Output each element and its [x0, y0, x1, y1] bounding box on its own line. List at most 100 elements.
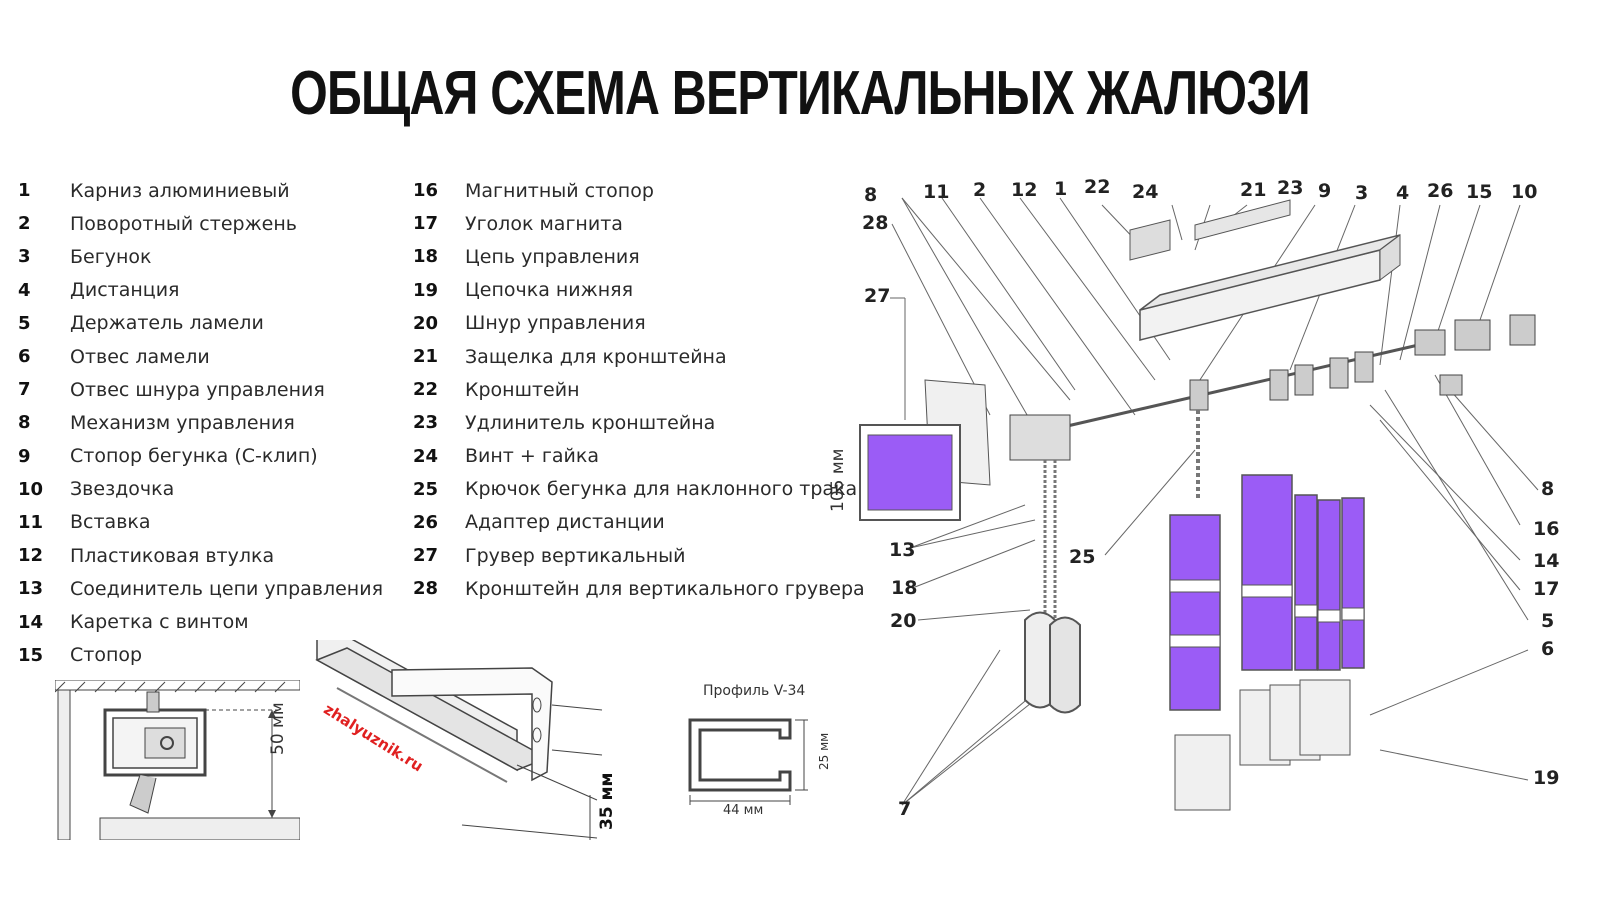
callout-19: 19 [1533, 767, 1560, 789]
bracket-height-label: 35 мм [597, 772, 617, 830]
callout-9: 9 [1318, 180, 1332, 202]
callout-21: 21 [1240, 179, 1267, 201]
legend-label: Кронштейн для вертикального грувера [465, 577, 865, 600]
legend-number: 3 [18, 246, 31, 268]
legend-item: 7 Отвес шнура управления [18, 373, 383, 406]
legend-item: 4 Дистанция [18, 274, 383, 307]
rail-cross-section-drawing [55, 680, 300, 840]
profile-title: Профиль V-34 [703, 683, 806, 699]
legend-number: 24 [413, 445, 439, 467]
legend-label: Стопор [70, 644, 143, 667]
legend-label: Уголок магнита [465, 212, 623, 235]
legend-item: 22 Кронштейн [413, 373, 865, 406]
legend-number: 12 [18, 545, 44, 567]
callout-14: 14 [1533, 550, 1560, 572]
legend-label: Цепочка нижняя [465, 279, 634, 302]
legend-item: 20 Шнур управления [413, 307, 865, 340]
profile-height-label: 25 мм [817, 732, 831, 770]
legend-number: 6 [18, 346, 31, 368]
legend-label: Отвес ламели [70, 345, 210, 368]
legend-number: 26 [413, 511, 439, 533]
legend-label: Карниз алюминиевый [70, 179, 290, 202]
legend-item: 23 Удлинитель кронштейна [413, 406, 865, 439]
legend-item: 6 Отвес ламели [18, 340, 383, 373]
legend-number: 20 [413, 312, 439, 334]
callout-18: 18 [891, 577, 918, 599]
legend-label: Шнур управления [465, 312, 646, 335]
legend-number: 2 [18, 213, 31, 235]
callout-13: 13 [889, 539, 916, 561]
callout-20: 20 [890, 610, 917, 632]
callout-22: 22 [1084, 176, 1111, 198]
legend-label: Держатель ламели [70, 312, 264, 335]
callout-26: 26 [1427, 180, 1454, 202]
legend-number: 23 [413, 412, 439, 434]
profile-width-label: 44 мм [723, 803, 764, 818]
callout-1: 1 [1054, 178, 1068, 200]
legend-item: 26 Адаптер дистанции [413, 506, 865, 539]
callout-8-top: 8 [864, 184, 878, 206]
callout-2: 2 [973, 179, 987, 201]
groover-height-label: 105 мм [828, 448, 848, 512]
legend-item: 18 Цепь управления [413, 240, 865, 273]
legend-label: Адаптер дистанции [465, 511, 665, 534]
callout-7: 7 [898, 798, 912, 820]
legend-number: 10 [18, 478, 44, 500]
callout-16: 16 [1533, 518, 1560, 540]
legend-label: Стопор бегунка (С-клип) [70, 445, 318, 468]
legend-label: Бегунок [70, 245, 152, 268]
legend-label: Цепь управления [465, 245, 640, 268]
legend-item: 5 Держатель ламели [18, 307, 383, 340]
legend-number: 7 [18, 379, 31, 401]
legend-item: 15 Стопор [18, 639, 383, 672]
legend-label: Поворотный стержень [70, 212, 297, 235]
legend-number: 13 [18, 578, 44, 600]
callout-3: 3 [1355, 182, 1369, 204]
legend-label: Соединитель цепи управления [70, 577, 384, 600]
legend-number: 11 [18, 511, 44, 533]
legend-item: 28 Кронштейн для вертикального грувера [413, 572, 865, 605]
callout-4: 4 [1396, 182, 1410, 204]
legend-label: Защелка для кронштейна [465, 345, 727, 368]
rail-bracket-drawing [315, 640, 603, 840]
legend-label: Удлинитель кронштейна [465, 411, 716, 434]
legend-item: 13 Соединитель цепи управления [18, 572, 383, 605]
legend-label: Вставка [70, 511, 151, 534]
legend-label: Звездочка [70, 478, 175, 501]
legend-item: 19 Цепочка нижняя [413, 274, 865, 307]
legend-number: 16 [413, 180, 439, 202]
callout-25: 25 [1069, 546, 1096, 568]
callout-11: 11 [923, 181, 950, 203]
callout-28: 28 [862, 212, 889, 234]
legend-label: Дистанция [70, 279, 180, 302]
callout-24: 24 [1132, 181, 1159, 203]
legend-label: Отвес шнура управления [70, 378, 325, 401]
legend-label: Кронштейн [465, 378, 580, 401]
legend-number: 15 [18, 644, 44, 666]
callout-23: 23 [1277, 177, 1304, 199]
legend-item: 21 Защелка для кронштейна [413, 340, 865, 373]
legend-number: 25 [413, 478, 439, 500]
legend-number: 28 [413, 578, 439, 600]
legend-number: 14 [18, 611, 44, 633]
callout-6: 6 [1541, 638, 1555, 660]
legend-number: 19 [413, 279, 439, 301]
legend-label: Каретка с винтом [70, 611, 249, 634]
callout-10: 10 [1511, 181, 1538, 203]
legend-number: 4 [18, 279, 31, 301]
legend-number: 18 [413, 246, 439, 268]
legend-number: 22 [413, 379, 439, 401]
legend-number: 21 [413, 346, 439, 368]
legend-label: Крючок бегунка для наклонного трака [465, 478, 858, 501]
profile-v34-drawing [688, 718, 808, 805]
callout-17: 17 [1533, 578, 1560, 600]
legend-number: 5 [18, 312, 31, 334]
